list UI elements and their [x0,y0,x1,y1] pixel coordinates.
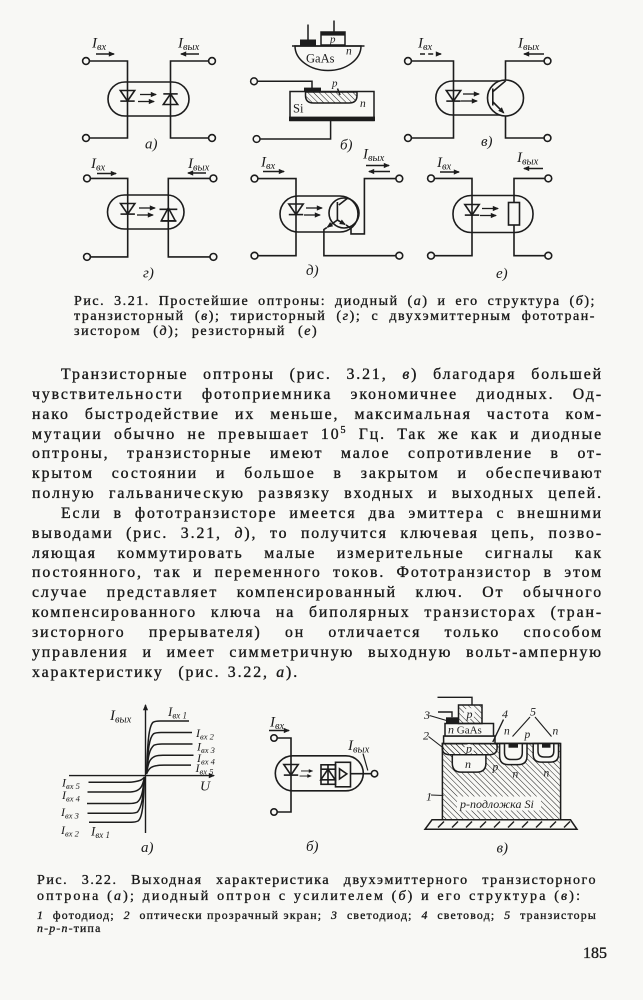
svg-text:Iвых: Iвых [187,156,210,174]
svg-text:p: p [466,707,473,721]
svg-text:n: n [553,726,559,738]
svg-text:Iвых: Iвых [109,708,132,726]
svg-text:Iвых: Iвых [362,147,385,165]
svg-text:n: n [360,98,366,110]
svg-text:Iвых: Iвых [516,150,539,168]
svg-text:1: 1 [426,790,432,804]
svg-text:Iвх: Iвх [90,156,106,174]
svg-text:Iвых: Iвых [517,36,540,54]
svg-text:2: 2 [423,729,429,743]
svg-text:p: p [524,729,531,741]
svg-text:в): в) [481,134,493,150]
svg-text:Iвх: Iвх [91,36,107,54]
svg-text:p: p [329,34,336,46]
svg-text:n GaAs: n GaAs [448,723,482,737]
svg-text:n: n [544,768,550,780]
svg-text:Iвх 1: Iвх 1 [167,704,187,721]
svg-text:в): в) [497,841,509,857]
svg-text:р-подложка Si: р-подложка Si [459,797,534,811]
svg-text:GaAs: GaAs [306,52,335,66]
svg-text:n: n [465,757,471,771]
svg-text:U: U [200,780,211,795]
svg-text:а): а) [145,137,158,153]
svg-text:Si: Si [293,102,304,116]
svg-text:Iвх: Iвх [436,155,452,173]
svg-text:Iвх 2: Iвх 2 [60,823,80,839]
svg-text:p: p [465,742,472,756]
svg-text:p: p [492,762,499,774]
svg-text:n: n [346,46,352,58]
svg-text:д): д) [306,263,319,279]
svg-text:5: 5 [530,705,536,719]
svg-text:p: p [331,78,338,90]
svg-text:Iвх: Iвх [260,155,276,173]
svg-text:3: 3 [423,708,430,722]
svg-text:Iвых: Iвых [177,36,200,54]
svg-text:г): г) [143,266,154,282]
svg-text:4: 4 [502,707,508,721]
svg-text:Iвх 3: Iвх 3 [60,805,79,821]
svg-text:Iвх: Iвх [269,715,285,733]
svg-text:а): а) [141,840,154,856]
svg-text:Iвх: Iвх [417,36,433,54]
svg-text:Iвых: Iвых [347,738,370,756]
svg-text:n: n [504,726,510,738]
svg-text:е): е) [496,266,508,282]
svg-text:n: n [513,769,519,781]
svg-text:Iвх 1: Iвх 1 [90,824,110,841]
svg-text:б): б) [340,138,353,154]
svg-text:б): б) [306,839,319,855]
